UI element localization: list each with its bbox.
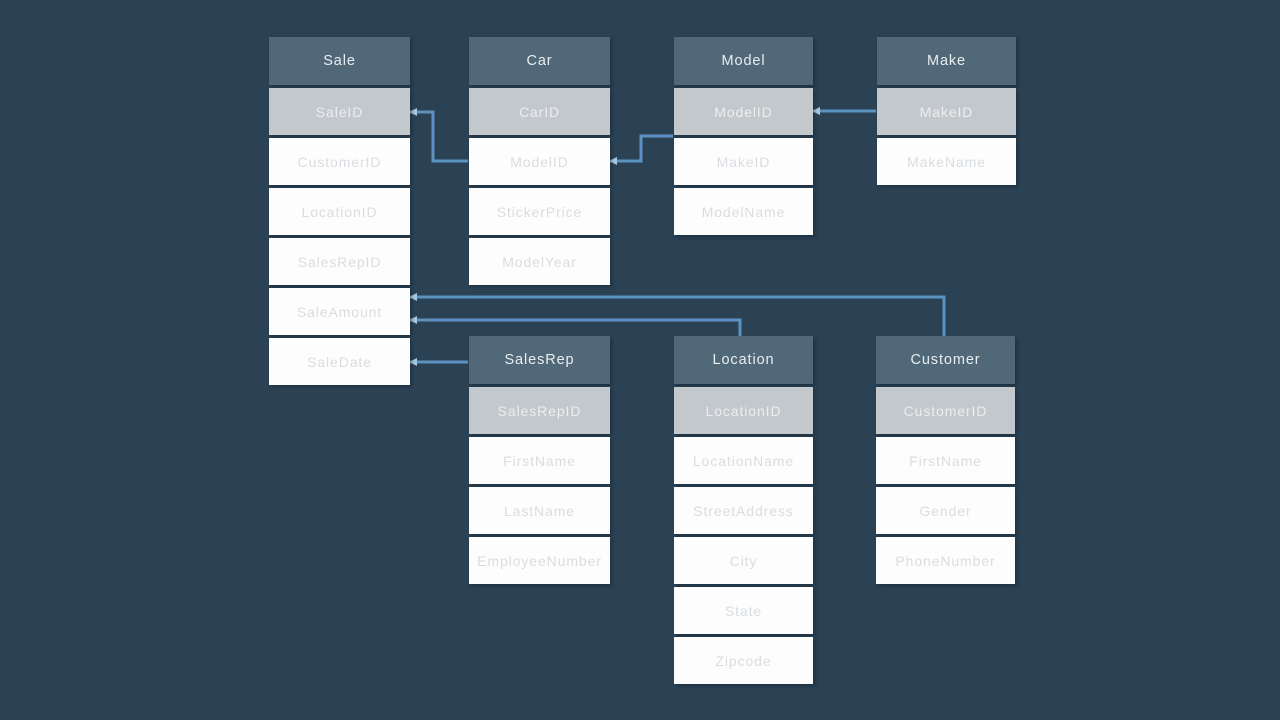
field-row: SaleAmount bbox=[269, 288, 410, 335]
field-row: SalesRepID bbox=[269, 238, 410, 285]
connector-origin-tick bbox=[409, 108, 417, 116]
connector-sale-saleid bbox=[409, 110, 468, 163]
connector-sale-saleamount bbox=[409, 295, 946, 337]
field-row: Gender bbox=[876, 487, 1015, 534]
field-row: Zipcode bbox=[674, 637, 813, 684]
field-row: ModelName bbox=[674, 188, 813, 235]
field-row: PhoneNumber bbox=[876, 537, 1015, 584]
table-title: Location bbox=[674, 336, 813, 384]
connector-origin-tick bbox=[409, 316, 417, 324]
field-row: StickerPrice bbox=[469, 188, 610, 235]
connector-origin-tick bbox=[609, 157, 617, 165]
table-title: Sale bbox=[269, 37, 410, 85]
connector-origin-tick bbox=[812, 107, 820, 115]
field-row: LocationID bbox=[269, 188, 410, 235]
field-row: State bbox=[674, 587, 813, 634]
primary-key-field: MakeID bbox=[877, 88, 1016, 135]
field-row: ModelID bbox=[469, 138, 610, 185]
field-row: CustomerID bbox=[269, 138, 410, 185]
connector-origin-tick bbox=[409, 293, 417, 301]
table-title: Make bbox=[877, 37, 1016, 85]
field-row: LastName bbox=[469, 487, 610, 534]
field-row: MakeID bbox=[674, 138, 813, 185]
field-row: MakeName bbox=[877, 138, 1016, 185]
field-row: City bbox=[674, 537, 813, 584]
table-title: Car bbox=[469, 37, 610, 85]
primary-key-field: LocationID bbox=[674, 387, 813, 434]
field-row: ModelYear bbox=[469, 238, 610, 285]
field-row: LocationName bbox=[674, 437, 813, 484]
connector-origin-tick bbox=[409, 358, 417, 366]
connector-car-modelid bbox=[609, 134, 673, 163]
primary-key-field: ModelID bbox=[674, 88, 813, 135]
primary-key-field: SalesRepID bbox=[469, 387, 610, 434]
primary-key-field: CustomerID bbox=[876, 387, 1015, 434]
primary-key-field: CarID bbox=[469, 88, 610, 135]
connector-sale-saleamount bbox=[409, 318, 742, 337]
field-row: SaleDate bbox=[269, 338, 410, 385]
field-row: EmployeeNumber bbox=[469, 537, 610, 584]
field-row: StreetAddress bbox=[674, 487, 813, 534]
table-title: Model bbox=[674, 37, 813, 85]
table-title: SalesRep bbox=[469, 336, 610, 384]
table-title: Customer bbox=[876, 336, 1015, 384]
field-row: FirstName bbox=[876, 437, 1015, 484]
field-row: FirstName bbox=[469, 437, 610, 484]
primary-key-field: SaleID bbox=[269, 88, 410, 135]
